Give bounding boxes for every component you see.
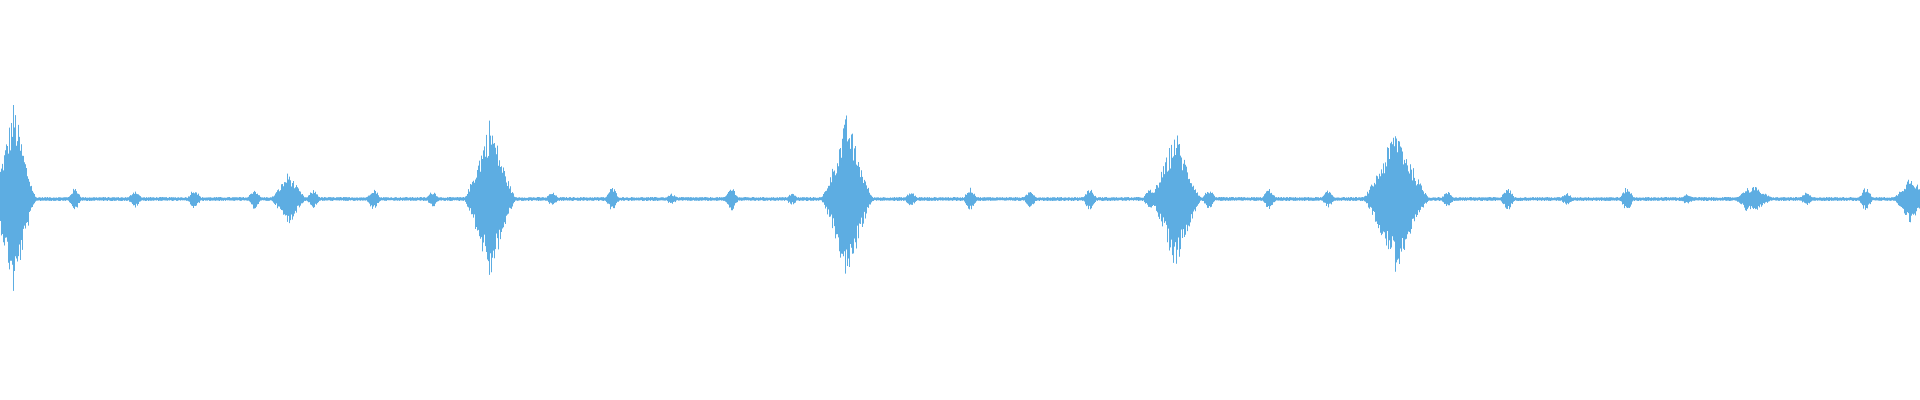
waveform-samples: [0, 105, 1920, 291]
